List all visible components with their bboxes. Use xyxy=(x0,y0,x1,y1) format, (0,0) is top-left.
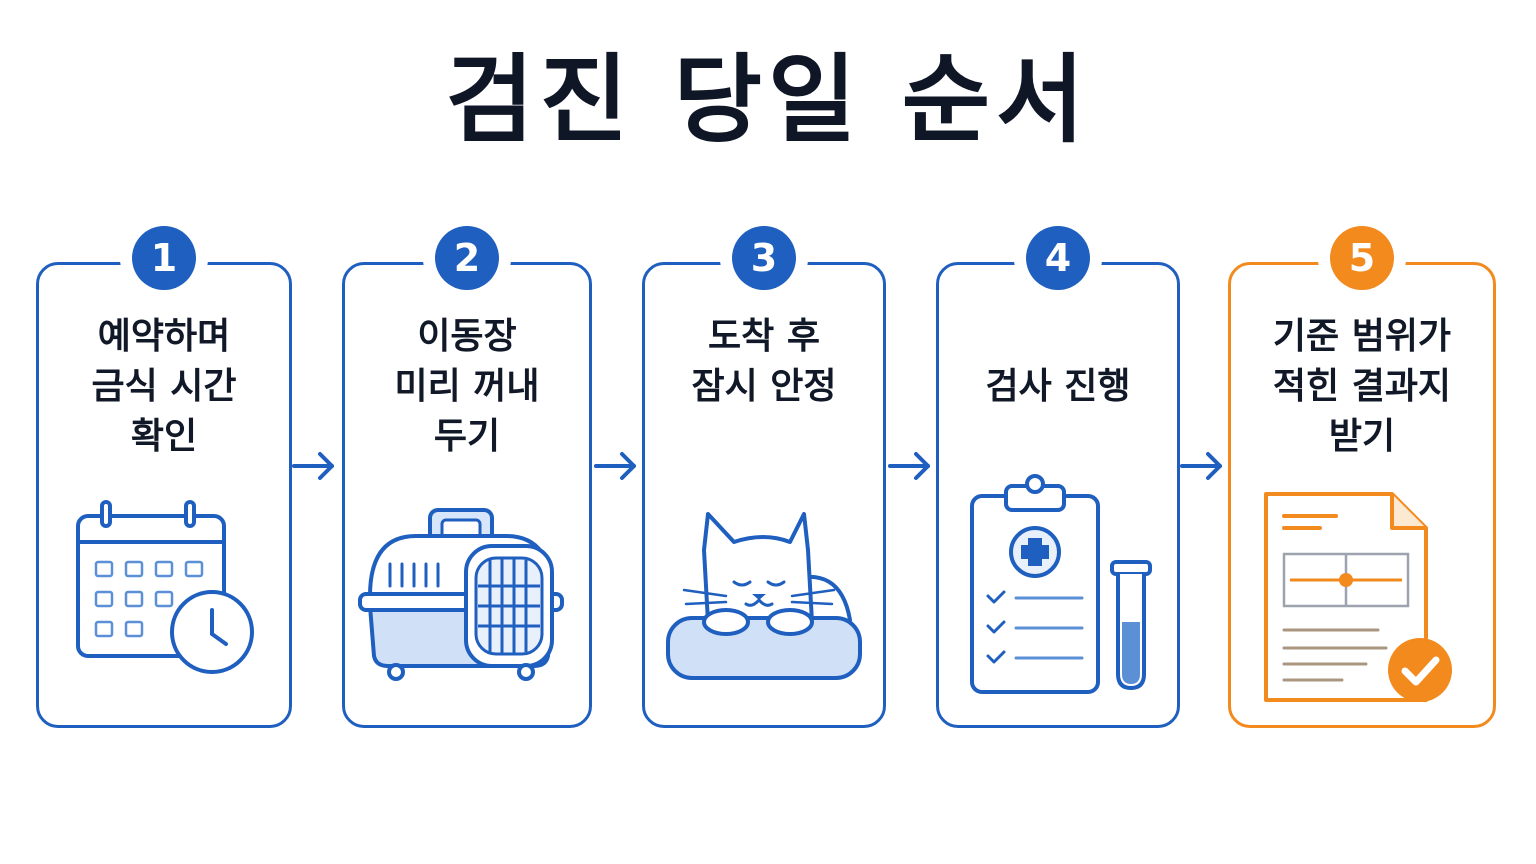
step-label-2: 이동장 미리 꺼내 두기 xyxy=(394,316,540,457)
calendar-clock-icon xyxy=(76,500,254,674)
result-document-check-icon xyxy=(1264,492,1452,702)
step-number-badge-5: 5 xyxy=(1330,226,1394,290)
step-number-badge-1: 1 xyxy=(132,226,196,290)
clipboard-test-tube-icon xyxy=(970,474,1152,694)
arrow-right-icon xyxy=(1180,452,1222,480)
arrow-right-icon xyxy=(292,452,334,480)
step-number-badge-3: 3 xyxy=(732,226,796,290)
step-number-badge-4: 4 xyxy=(1026,226,1090,290)
arrow-right-icon xyxy=(888,452,930,480)
step-label-1: 예약하며 금식 시간 확인 xyxy=(91,316,237,457)
step-number-badge-2: 2 xyxy=(435,226,499,290)
arrow-right-icon xyxy=(594,452,636,480)
pet-carrier-icon xyxy=(358,508,564,681)
step-label-3: 도착 후 잠시 안정 xyxy=(691,316,837,407)
step-label-5: 기준 범위가 적힌 결과지 받기 xyxy=(1272,316,1452,457)
resting-cat-icon xyxy=(666,512,862,680)
page-title: 검진 당일 순서 xyxy=(445,44,1091,156)
step-label-4: 검사 진행 xyxy=(985,366,1131,407)
